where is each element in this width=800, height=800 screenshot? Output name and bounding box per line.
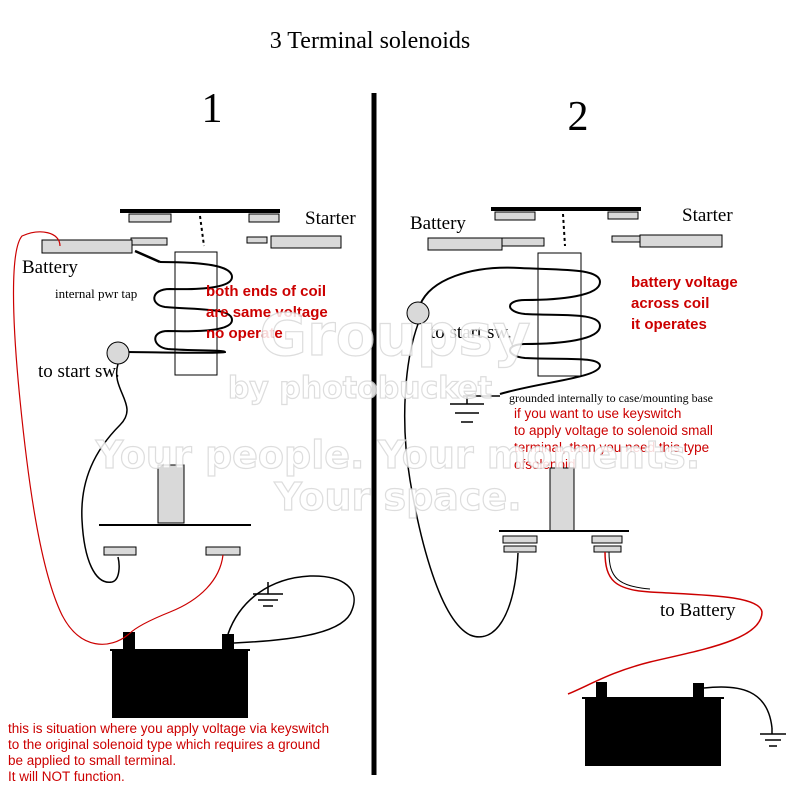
starter-label: Starter xyxy=(682,205,733,226)
wire-switch-battery xyxy=(128,554,224,635)
battery-negative-post xyxy=(222,634,234,650)
battery-positive-post xyxy=(596,682,607,698)
watermark-brand: Groupsy xyxy=(259,301,530,369)
keyswitch-note-line: if you want to use keyswitch xyxy=(514,406,681,421)
wire-switch-battery xyxy=(567,551,763,695)
watermark-by: by photobucket xyxy=(228,371,492,406)
watermark-tagline: Your people. Your moments. xyxy=(95,433,700,477)
plunger-spring xyxy=(199,215,205,247)
photobucket-watermark: Groupsy by photobucket Your people. Your… xyxy=(94,300,701,519)
key-switch-contact xyxy=(591,535,623,544)
contact-pad xyxy=(611,235,641,243)
coil-note-line: both ends of coil xyxy=(206,283,326,300)
starter-terminal xyxy=(639,234,723,248)
battery-terminal xyxy=(41,239,133,254)
start-sw-label: to start sw. xyxy=(38,361,120,382)
wire-start-to-switch xyxy=(81,363,128,583)
battery-negative-post xyxy=(693,683,704,698)
keyswitch-note-line: to apply voltage to solenoid small xyxy=(514,423,713,438)
wire-battery-ground xyxy=(703,686,773,729)
battery-terminal xyxy=(427,237,503,251)
contact-pad xyxy=(607,211,639,220)
wire-battery-positive xyxy=(12,231,130,645)
coil-note: battery voltage across coil it operates xyxy=(631,274,742,333)
contact-pad xyxy=(130,237,168,246)
battery-label: Battery xyxy=(410,213,466,234)
bottom-note: this is situation where you apply voltag… xyxy=(8,721,333,784)
wire-battery-ground xyxy=(227,575,355,644)
contact-pad xyxy=(499,237,545,247)
key-switch-contact xyxy=(103,546,137,556)
contact-pad xyxy=(128,213,172,223)
tap-label: internal pwr tap xyxy=(55,286,137,301)
plunger-spring xyxy=(562,213,566,247)
key-switch-plunger xyxy=(549,467,575,532)
coil-note-line: battery voltage xyxy=(631,274,738,291)
wire-switch-battery-shadow xyxy=(608,551,651,590)
internal-tap-lead xyxy=(134,249,161,264)
panel-1-number: 1 xyxy=(202,86,223,132)
contact-pad xyxy=(248,213,280,223)
watermark-tagline: Your space. xyxy=(273,475,521,519)
battery-label: Battery xyxy=(22,257,78,278)
key-switch-contact xyxy=(593,545,622,553)
battery xyxy=(585,698,721,766)
panel-2-number: 2 xyxy=(568,94,589,140)
key-switch-plunger xyxy=(157,464,185,524)
to-battery-label: to Battery xyxy=(660,600,736,621)
coil-winding xyxy=(121,261,234,354)
starter-label: Starter xyxy=(305,208,356,229)
coil-note-line: across coil xyxy=(631,295,709,312)
panel-1: 1 Starter Battery internal pwr tap to st… xyxy=(8,86,356,784)
coil-note-line: no operate xyxy=(206,325,283,342)
ground-icon xyxy=(760,728,786,747)
start-sw-label: to start sw. xyxy=(430,322,512,343)
contact-pad xyxy=(246,236,268,244)
solenoid-body xyxy=(174,251,218,376)
wire-start-to-switch xyxy=(403,323,519,638)
key-switch-contact xyxy=(205,546,241,556)
battery xyxy=(112,650,248,718)
bottom-note-line: be applied to small terminal. xyxy=(8,753,176,768)
key-switch-contact xyxy=(503,545,537,553)
coil-winding xyxy=(419,266,602,395)
bottom-note-line: It will NOT function. xyxy=(8,769,125,784)
starter-terminal xyxy=(270,235,342,249)
ground-note: grounded internally to case/mounting bas… xyxy=(509,391,713,405)
key-switch-contact xyxy=(502,535,538,544)
bottom-note-line: to the original solenoid type which requ… xyxy=(8,737,320,752)
contact-pad xyxy=(494,211,536,221)
ground-icon xyxy=(450,395,500,423)
bottom-note-line: this is situation where you apply voltag… xyxy=(8,721,329,736)
keyswitch-note: if you want to use keyswitch to apply vo… xyxy=(514,406,717,472)
diagram-title: 3 Terminal solenoids xyxy=(270,28,471,54)
keyswitch-note-line: terminal, then you need this type xyxy=(514,440,709,455)
coil-note-line: are same voltage xyxy=(206,304,328,321)
panel-2: 2 Battery Starter to start sw. battery v… xyxy=(403,94,786,766)
coil-note-line: it operates xyxy=(631,316,707,333)
coil-note: both ends of coil are same voltage no op… xyxy=(206,283,332,342)
